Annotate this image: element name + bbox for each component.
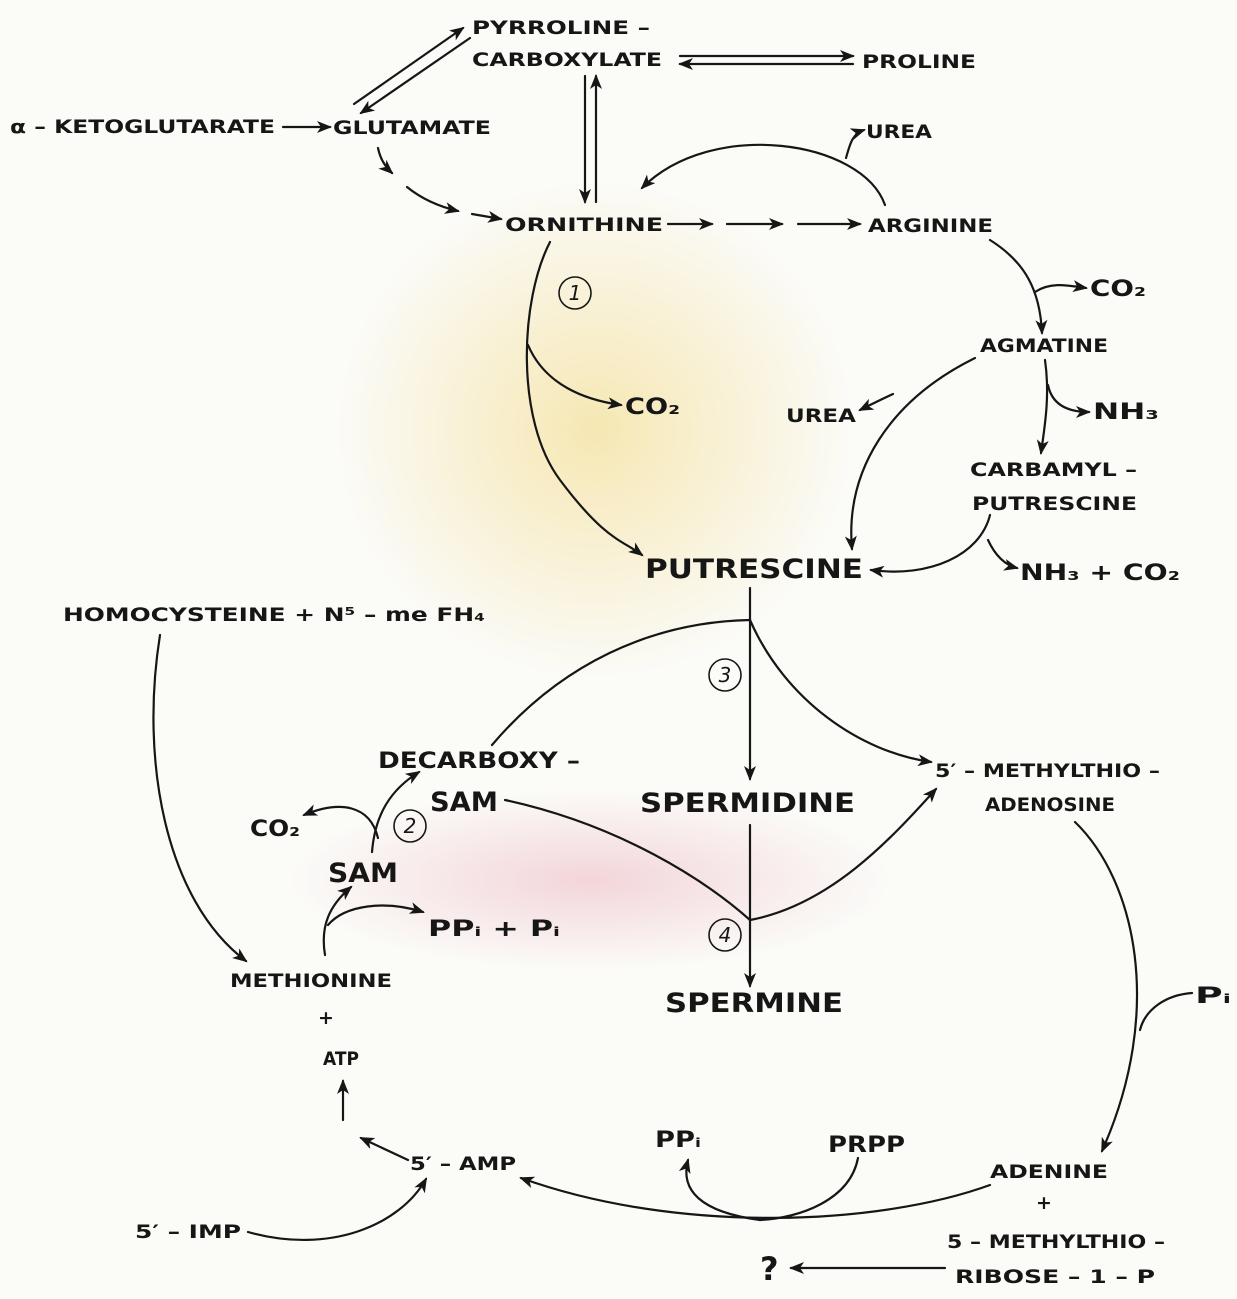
arrow-methionine-to-sam bbox=[322, 885, 353, 957]
methylthioadenosine-label-line1: 5′ – METHYLTHIO – bbox=[935, 760, 1160, 782]
ppi-pi-label: PPᵢ + Pᵢ bbox=[428, 917, 560, 942]
arginine-label: ARGININE bbox=[868, 215, 993, 237]
atp-label: ATP bbox=[323, 1048, 359, 1070]
arrow-urea-release-agmatine bbox=[858, 392, 895, 412]
metabolite-labels: PYRROLINE – CARBOXYLATE PROLINE α – KETO… bbox=[10, 17, 1231, 1288]
dashed-arrow-glutamate-ornithine-2 bbox=[405, 185, 460, 214]
arrow-co2-release-arginine bbox=[1033, 280, 1088, 294]
carbamyl-putrescine-label-line1: CARBAMYL – bbox=[970, 459, 1137, 481]
arrow-adenine-to-amp bbox=[519, 1176, 992, 1219]
co2-label-sam: CO₂ bbox=[250, 817, 300, 842]
enzyme-step-4: 4 bbox=[708, 918, 742, 952]
arrow-urea-release-top bbox=[844, 128, 866, 160]
putrescine-label: PUTRESCINE bbox=[645, 554, 863, 585]
arrow-agmatine-to-putrescine bbox=[844, 356, 977, 551]
pi-label: Pᵢ bbox=[1195, 984, 1231, 1009]
arrow-ornithine-to-putrescine bbox=[525, 240, 644, 557]
ornithine-label: ORNITHINE bbox=[505, 214, 663, 236]
co2-label-arginine: CO₂ bbox=[1090, 277, 1146, 302]
arrow-co2-release-sam bbox=[302, 804, 380, 840]
urea-label-top: UREA bbox=[866, 121, 932, 143]
ppi-label: PPᵢ bbox=[655, 1128, 701, 1153]
amp-label: 5′ – AMP bbox=[410, 1153, 516, 1175]
adenine-mtr-plus: + bbox=[1036, 1192, 1052, 1214]
unknown-product-label: ? bbox=[760, 1250, 779, 1288]
arrow-arginine-to-agmatine bbox=[988, 238, 1048, 335]
dashed-arrow-glutamate-ornithine-1 bbox=[376, 146, 394, 175]
prpp-label: PRPP bbox=[828, 1133, 905, 1158]
adenine-label: ADENINE bbox=[990, 1161, 1108, 1183]
arrow-homocysteine-to-methionine bbox=[152, 633, 248, 963]
enzyme-step-4-circle bbox=[708, 918, 742, 952]
watermark-seal bbox=[290, 180, 890, 970]
arrow-agmatine-to-carbamyl-putrescine bbox=[1036, 358, 1049, 455]
pyrroline-carboxylate-label-line2: CARBOXYLATE bbox=[472, 49, 662, 71]
arrow-carbamyl-putrescine-to-putrescine bbox=[869, 513, 992, 578]
co2-label-ornithine: CO₂ bbox=[625, 395, 680, 420]
arrow-pyrroline-to-glutamate bbox=[359, 36, 472, 115]
arrow-amp-toward-atp bbox=[359, 1136, 410, 1162]
imp-label: 5′ – IMP bbox=[135, 1221, 241, 1243]
sam-label: SAM bbox=[328, 858, 398, 889]
spermine-label: SPERMINE bbox=[665, 988, 843, 1019]
homocysteine-label: HOMOCYSTEINE + N⁵ – me FH₄ bbox=[63, 604, 485, 626]
proline-label: PROLINE bbox=[862, 51, 976, 73]
methylthioribose-label-line2: RIBOSE – 1 – P bbox=[955, 1266, 1155, 1288]
line-decarboxy-sam-to-spermidine-step bbox=[503, 798, 752, 922]
enzyme-step-2-number: 2 bbox=[404, 814, 417, 838]
pyrroline-carboxylate-label-line1: PYRROLINE – bbox=[472, 17, 650, 39]
nh3-co2-label: NH₃ + CO₂ bbox=[1020, 561, 1180, 586]
watermark-seal-base bbox=[290, 790, 890, 970]
line-prpp-input bbox=[758, 1156, 860, 1222]
enzyme-step-1-number: 1 bbox=[569, 281, 582, 305]
methylthioadenosine-label-line2: ADENOSINE bbox=[985, 794, 1115, 816]
enzyme-step-3: 3 bbox=[708, 658, 742, 692]
arrow-nh3-co2-release bbox=[986, 538, 1019, 571]
enzyme-step-3-number: 3 bbox=[719, 663, 732, 687]
enzyme-step-4-number: 4 bbox=[719, 923, 732, 947]
enzyme-step-1: 1 bbox=[558, 276, 592, 310]
arrow-ppi-pi-release bbox=[326, 902, 425, 927]
enzyme-step-2: 2 bbox=[393, 809, 427, 843]
reaction-arrows bbox=[152, 26, 1194, 1274]
line-decarboxy-sam-to-putrescine-step bbox=[490, 618, 752, 747]
urea-label-agmatine: UREA bbox=[786, 405, 856, 427]
methionine-label: METHIONINE bbox=[230, 970, 392, 992]
line-pi-input bbox=[1138, 991, 1194, 1032]
arrow-glutamate-to-pyrroline bbox=[352, 26, 465, 106]
methylthioribose-label-line1: 5 – METHYLTHIO – bbox=[947, 1231, 1165, 1253]
watermark-seal-glow bbox=[335, 180, 855, 680]
decarboxy-sam-label-line2: SAM bbox=[430, 787, 498, 818]
arrow-ppi-release bbox=[678, 1158, 762, 1222]
glutamate-label: GLUTAMATE bbox=[333, 117, 491, 139]
methionine-atp-plus: + bbox=[318, 1007, 334, 1029]
arrow-nh3-release-agmatine bbox=[1046, 383, 1091, 418]
dashed-arrow-glutamate-ornithine-3 bbox=[470, 210, 503, 223]
arrow-arginine-to-ornithine bbox=[640, 143, 887, 207]
enzyme-step-2-circle bbox=[393, 809, 427, 843]
decarboxy-sam-label-line1: DECARBOXY – bbox=[378, 749, 580, 774]
arrow-step3-to-methylthioadenosine bbox=[748, 618, 933, 767]
enzyme-step-3-circle bbox=[708, 658, 742, 692]
arrow-step4-to-methylthioadenosine bbox=[748, 787, 938, 922]
agmatine-label: AGMATINE bbox=[980, 335, 1108, 357]
carbamyl-putrescine-label-line2: PUTRESCINE bbox=[972, 493, 1137, 515]
arrow-imp-to-amp bbox=[246, 1177, 428, 1241]
alpha-ketoglutarate-label: α – KETOGLUTARATE bbox=[10, 116, 275, 138]
enzyme-step-1-circle bbox=[558, 276, 592, 310]
arrow-methylthioadenosine-to-adenine bbox=[1073, 820, 1139, 1153]
arrow-sam-to-decarboxy-sam bbox=[370, 770, 421, 854]
nh3-label-agmatine: NH₃ bbox=[1093, 400, 1159, 425]
arrow-co2-release-ornithine bbox=[526, 343, 623, 410]
spermidine-label: SPERMIDINE bbox=[640, 788, 855, 819]
